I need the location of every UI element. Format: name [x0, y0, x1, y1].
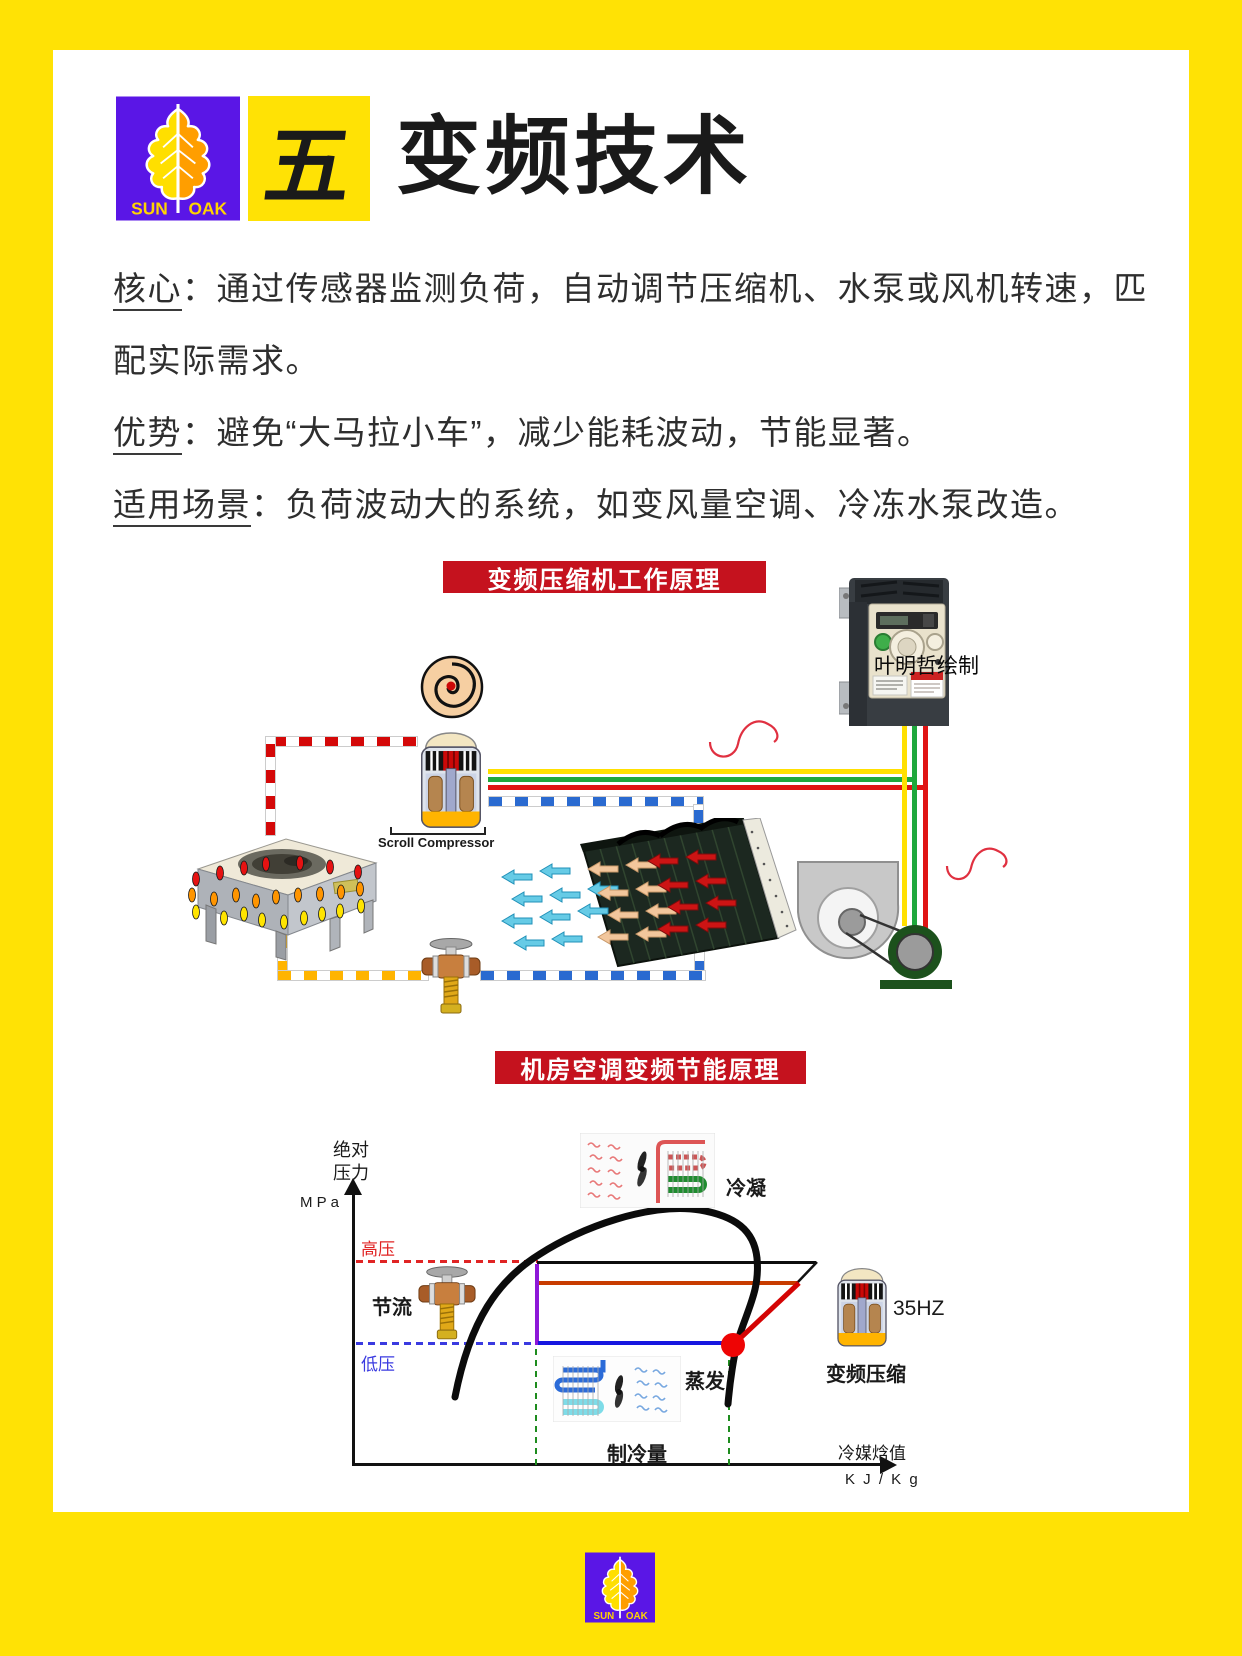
y-axis-label-line1: 绝对 — [333, 1140, 369, 1160]
ac-sine-squiggle-1 — [708, 720, 779, 758]
compression-line-50hz — [796, 1261, 818, 1284]
ac-sine-squiggle-2 — [945, 847, 1008, 881]
frequency-label: 35HZ — [893, 1297, 945, 1320]
condense-label: 冷凝 — [726, 1178, 766, 1200]
power-wire-red-h — [488, 785, 928, 790]
power-wire-green-v — [912, 726, 917, 932]
intro-text: 核心：通过传感器监测负荷，自动调节压缩机、水泵或风机转速，匹配实际需求。 优势：… — [113, 253, 1159, 541]
brand-logo — [116, 96, 240, 221]
evaporator-graphic — [501, 818, 797, 968]
intro-advantage-text: ：避免“大马拉小车”，减少能耗波动，节能显著。 — [182, 414, 932, 451]
evaporate-label: 蒸发 — [685, 1371, 725, 1393]
warm-air-arrows — [647, 849, 737, 937]
x-axis-unit: K J / K g — [845, 1471, 920, 1488]
condenser-unit-graphic — [180, 823, 392, 963]
throttle-valve-icon — [417, 1264, 477, 1342]
cold-air-arrows — [501, 863, 619, 951]
chapter-badge: 五 — [248, 96, 370, 221]
discharge-pipe-horizontal — [272, 736, 418, 747]
power-wire-green-h — [488, 777, 917, 782]
throttle-label: 节流 — [372, 1297, 412, 1319]
inverter-compressor-icon — [830, 1252, 894, 1350]
liquid-pipe-horizontal — [480, 970, 706, 981]
intro-scenario: 适用场景：负荷波动大的系统，如变风量空调、冷冻水泵改造。 — [113, 469, 1159, 541]
evaporator-coil-icon — [553, 1356, 681, 1422]
mixed-air-arrows — [587, 857, 677, 945]
low-pressure-label: 低压 — [361, 1355, 395, 1374]
discharge-pipe-vertical — [265, 736, 276, 836]
y-axis-label: 绝对 压力 — [333, 1139, 369, 1185]
power-wire-red-v — [923, 726, 928, 938]
condense-line-35hz — [537, 1281, 798, 1285]
condense-line-50hz — [537, 1261, 816, 1264]
panel-dots — [750, 830, 789, 928]
iso-enthalpy-guide-2 — [728, 1352, 730, 1465]
intro-core-label: 核心 — [113, 270, 182, 311]
intro-scenario-label: 适用场景 — [113, 486, 251, 527]
iso-enthalpy-guide-1 — [535, 1348, 537, 1465]
compression-line-35hz — [731, 1281, 801, 1347]
saturation-dome-graphic — [451, 1205, 818, 1408]
cooling-capacity-label: 制冷量 — [607, 1444, 667, 1466]
evaporate-process-line — [538, 1341, 734, 1345]
page-title: 变频技术 — [396, 110, 753, 205]
x-axis-label: 冷媒焓值 — [838, 1444, 906, 1463]
condenser-coil-icon — [580, 1133, 715, 1208]
intro-scenario-text: ：负荷波动大的系统，如变风量空调、冷冻水泵改造。 — [251, 486, 1079, 523]
compressor-caption: Scroll Compressor — [378, 835, 495, 850]
power-wire-yellow-h — [488, 769, 907, 774]
scroll-spiral-icon — [420, 655, 484, 719]
intro-core: 核心：通过传感器监测负荷，自动调节压缩机、水泵或风机转速，匹配实际需求。 — [113, 253, 1159, 397]
state-point-dot — [721, 1333, 745, 1357]
x-axis-arrow — [880, 1456, 897, 1474]
power-wire-yellow-v — [902, 726, 907, 926]
blower-fan-graphic — [780, 852, 965, 992]
condenser-outlet-pipe-horizontal — [277, 970, 429, 981]
intro-advantage: 优势：避免“大马拉小车”，减少能耗波动，节能显著。 — [113, 397, 1159, 469]
high-pressure-dashed-line — [356, 1260, 538, 1263]
compressor-icon — [412, 714, 490, 831]
low-pressure-dashed-line — [356, 1342, 537, 1345]
section-banner-energy-saving: 机房空调变频节能原理 — [495, 1051, 806, 1084]
compressor-bracket — [390, 827, 486, 835]
suction-pipe-horizontal — [488, 796, 704, 807]
y-axis-arrow — [344, 1178, 362, 1195]
inverter-compressor-label: 变频压缩 — [826, 1364, 906, 1386]
expansion-valve-icon — [420, 936, 482, 1016]
brand-logo-footer — [585, 1552, 655, 1623]
watermark-credit: 叶明哲绘制 — [874, 655, 979, 678]
high-pressure-label: 高压 — [361, 1240, 395, 1259]
x-axis — [352, 1463, 880, 1466]
intro-core-text: ：通过传感器监测负荷，自动调节压缩机、水泵或风机转速，匹配实际需求。 — [113, 270, 1148, 379]
y-axis-unit: M P a — [300, 1194, 339, 1211]
y-axis — [352, 1190, 355, 1465]
y-axis-label-line2: 压力 — [333, 1163, 369, 1183]
intro-advantage-label: 优势 — [113, 414, 182, 455]
throttle-process-line — [535, 1264, 539, 1345]
section-banner-compressor: 变频压缩机工作原理 — [443, 561, 766, 594]
chapter-number: 五 — [259, 119, 357, 215]
